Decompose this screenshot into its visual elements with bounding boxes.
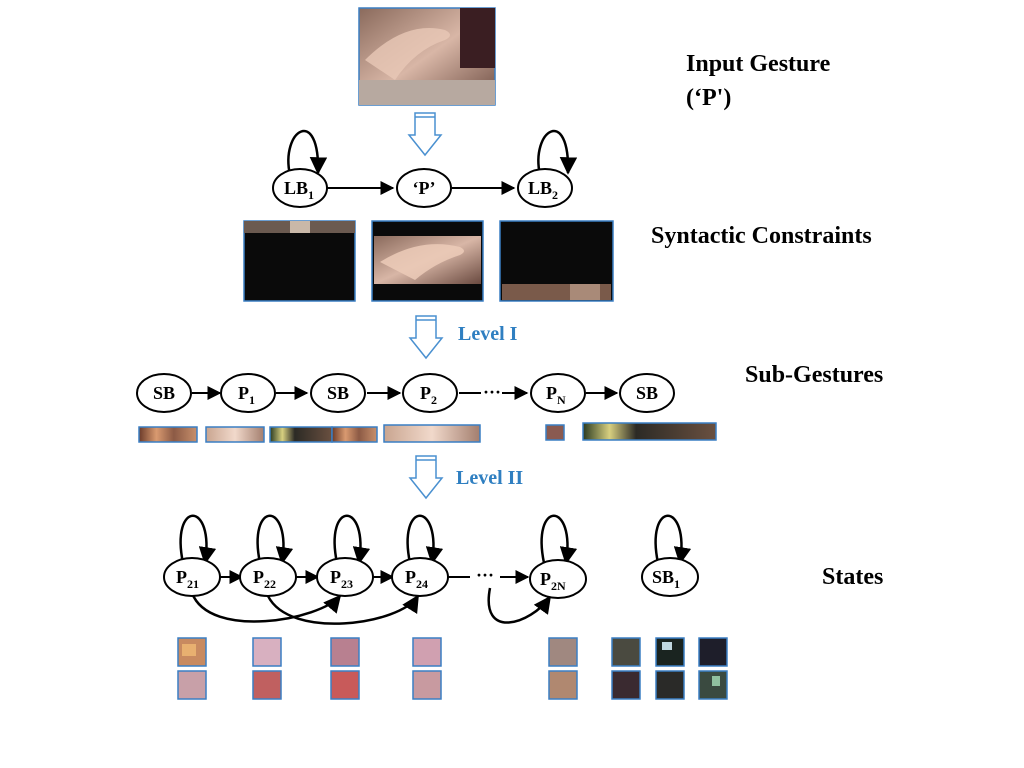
state-p24: P24 bbox=[391, 557, 449, 597]
node-sb: SB bbox=[310, 373, 366, 413]
level-1-label: Level I bbox=[458, 323, 518, 345]
svg-text:PN: PN bbox=[546, 383, 566, 407]
svg-text:P23: P23 bbox=[330, 567, 353, 591]
input-gesture-image bbox=[358, 7, 496, 106]
svg-text:SB: SB bbox=[327, 383, 349, 403]
state-thumbnails bbox=[177, 637, 728, 700]
svg-text:LB1: LB1 bbox=[284, 178, 314, 202]
syntactic-constraints-label: Syntactic Constraints bbox=[651, 223, 872, 249]
node-sb: SB bbox=[136, 373, 192, 413]
svg-text:LB2: LB2 bbox=[528, 178, 558, 202]
node-p: ‘P’ bbox=[396, 168, 452, 208]
svg-text:P2: P2 bbox=[420, 383, 437, 407]
node-p1: P1 bbox=[220, 373, 276, 413]
sub-gesture-strips bbox=[138, 422, 717, 443]
node-p2: P2 bbox=[402, 373, 458, 413]
frame-lb1 bbox=[243, 220, 356, 302]
state-sb1: SB1 bbox=[641, 557, 699, 597]
input-gesture-label: Input Gesture bbox=[686, 51, 831, 77]
states-label: States bbox=[822, 564, 883, 590]
svg-text:P1: P1 bbox=[238, 383, 255, 407]
frame-p bbox=[371, 220, 484, 302]
state-p22: P22 bbox=[239, 557, 297, 597]
svg-text:P2N: P2N bbox=[540, 569, 566, 593]
svg-text:P22: P22 bbox=[253, 567, 276, 591]
svg-text:P21: P21 bbox=[176, 567, 199, 591]
down-arrow-icon bbox=[408, 455, 444, 500]
state-ellipsis: ··· bbox=[476, 565, 494, 585]
level-2-label: Level II bbox=[456, 467, 523, 489]
svg-text:SB1: SB1 bbox=[652, 567, 680, 591]
syntactic-frames bbox=[243, 220, 614, 302]
state-p2n: P2N bbox=[529, 559, 587, 599]
state-p23: P23 bbox=[316, 557, 374, 597]
input-gesture-sublabel: (‘P') bbox=[686, 85, 731, 111]
sub-gestures-label: Sub-Gestures bbox=[745, 362, 883, 388]
svg-text:‘P’: ‘P’ bbox=[413, 178, 436, 198]
frame-lb2 bbox=[499, 220, 614, 302]
node-lb2: LB2 bbox=[517, 168, 573, 208]
svg-text:P24: P24 bbox=[405, 567, 428, 591]
svg-text:SB: SB bbox=[153, 383, 175, 403]
down-arrow-icon bbox=[407, 112, 443, 157]
svg-text:SB: SB bbox=[636, 383, 658, 403]
node-pn: PN bbox=[530, 373, 586, 413]
node-sb: SB bbox=[619, 373, 675, 413]
sub-ellipsis: ··· bbox=[483, 382, 501, 402]
node-lb1: LB1 bbox=[272, 168, 328, 208]
top-graph: LB1 ‘P’ LB2 bbox=[272, 129, 578, 208]
state-p21: P21 bbox=[163, 557, 221, 597]
state-graph: ··· P21 P22 P23 P24 P2N SB1 bbox=[163, 514, 699, 625]
down-arrow-icon bbox=[408, 315, 444, 360]
sub-gesture-graph: ··· SB P1 SB P2 PN SB bbox=[136, 373, 675, 413]
